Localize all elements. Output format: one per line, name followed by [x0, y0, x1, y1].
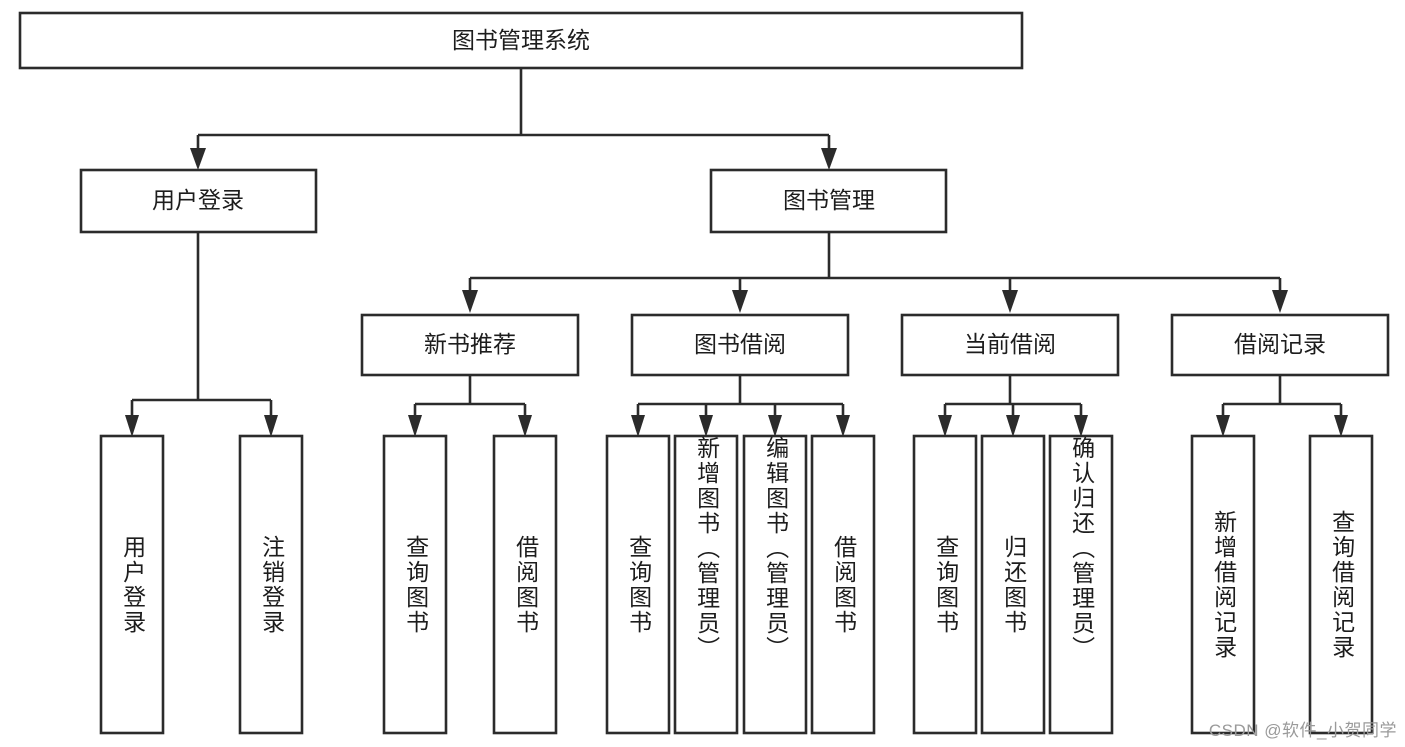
node-new-book-recommend-box — [360, 313, 580, 377]
node-current-borrow-box — [900, 313, 1120, 377]
arrow-head-br-add — [1216, 415, 1230, 437]
node-user-login-label: 用户登录 — [152, 187, 244, 213]
arrow-head-br-query — [1334, 415, 1348, 437]
arrow-head-bb-borrow — [836, 415, 850, 437]
connector-current-borrow-to-leaves — [938, 375, 1088, 437]
arrow-head-book-mgmt — [821, 148, 837, 170]
connector-new-book-to-leaves — [408, 375, 532, 437]
arrow-head-leaf-user-login — [125, 415, 139, 437]
arrow-head-bb-edit — [768, 415, 782, 437]
leaf-box-bb-borrow-book[interactable] — [810, 434, 876, 735]
arrow-head-current-borrow — [1002, 290, 1018, 313]
connector-book-management-to-level2 — [462, 232, 1288, 313]
node-borrow-record[interactable]: 借阅记录 — [1170, 313, 1390, 377]
arrow-head-borrow-record — [1272, 290, 1288, 313]
watermark-text: CSDN @软件_小贺同学 — [1208, 721, 1397, 740]
arrow-head-new-book — [462, 290, 478, 313]
leaf-box-br-add-record[interactable] — [1190, 434, 1256, 735]
arrow-head-cb-query — [938, 415, 952, 437]
node-book-borrow-box — [630, 313, 850, 377]
arrow-head-bb-add — [699, 415, 713, 437]
leaf-box-logout[interactable] — [238, 434, 304, 735]
node-root-box — [18, 11, 1024, 70]
leaf-box-nb-query-book[interactable] — [382, 434, 448, 735]
arrow-head-nb-query — [408, 415, 422, 437]
connector-root-to-level1 — [190, 68, 837, 170]
node-new-book-recommend[interactable]: 新书推荐 — [360, 313, 580, 377]
node-root[interactable]: 图书管理系统 — [18, 11, 1024, 70]
arrow-head-bb-query — [631, 415, 645, 437]
leaf-box-user-login[interactable] — [99, 434, 165, 735]
node-borrow-record-label: 借阅记录 — [1234, 331, 1326, 357]
node-root-label: 图书管理系统 — [452, 27, 590, 53]
leaf-box-bb-add-book[interactable] — [673, 434, 739, 735]
node-new-book-recommend-label: 新书推荐 — [424, 331, 516, 357]
leaf-box-bb-edit-book[interactable] — [742, 434, 808, 735]
node-book-management-label: 图书管理 — [783, 187, 875, 213]
node-book-borrow[interactable]: 图书借阅 — [630, 313, 850, 377]
connector-borrow-record-to-leaves — [1216, 375, 1348, 437]
node-borrow-record-box — [1170, 313, 1390, 377]
leaf-box-cb-query-book[interactable] — [912, 434, 978, 735]
arrow-head-cb-confirm — [1074, 415, 1088, 437]
connector-book-borrow-to-leaves — [631, 375, 850, 437]
arrow-head-user-login — [190, 148, 206, 170]
node-book-borrow-label: 图书借阅 — [694, 331, 786, 357]
leaf-box-cb-return-book[interactable] — [980, 434, 1046, 735]
node-book-management-box — [709, 168, 948, 234]
leaf-box-cb-confirm-return[interactable] — [1048, 434, 1114, 735]
node-user-login[interactable]: 用户登录 — [79, 168, 318, 234]
leaf-box-nb-borrow-book[interactable] — [492, 434, 558, 735]
leaf-box-br-query-record[interactable] — [1308, 434, 1374, 735]
node-book-management[interactable]: 图书管理 — [709, 168, 948, 234]
connector-user-login-to-leaves — [125, 232, 278, 437]
arrow-head-cb-return — [1006, 415, 1020, 437]
arrow-head-nb-borrow — [518, 415, 532, 437]
arrow-head-leaf-logout — [264, 415, 278, 437]
node-current-borrow-label: 当前借阅 — [964, 331, 1056, 357]
arrow-head-book-borrow — [732, 290, 748, 313]
leaf-box-bb-query-book[interactable] — [605, 434, 671, 735]
node-current-borrow[interactable]: 当前借阅 — [900, 313, 1120, 377]
